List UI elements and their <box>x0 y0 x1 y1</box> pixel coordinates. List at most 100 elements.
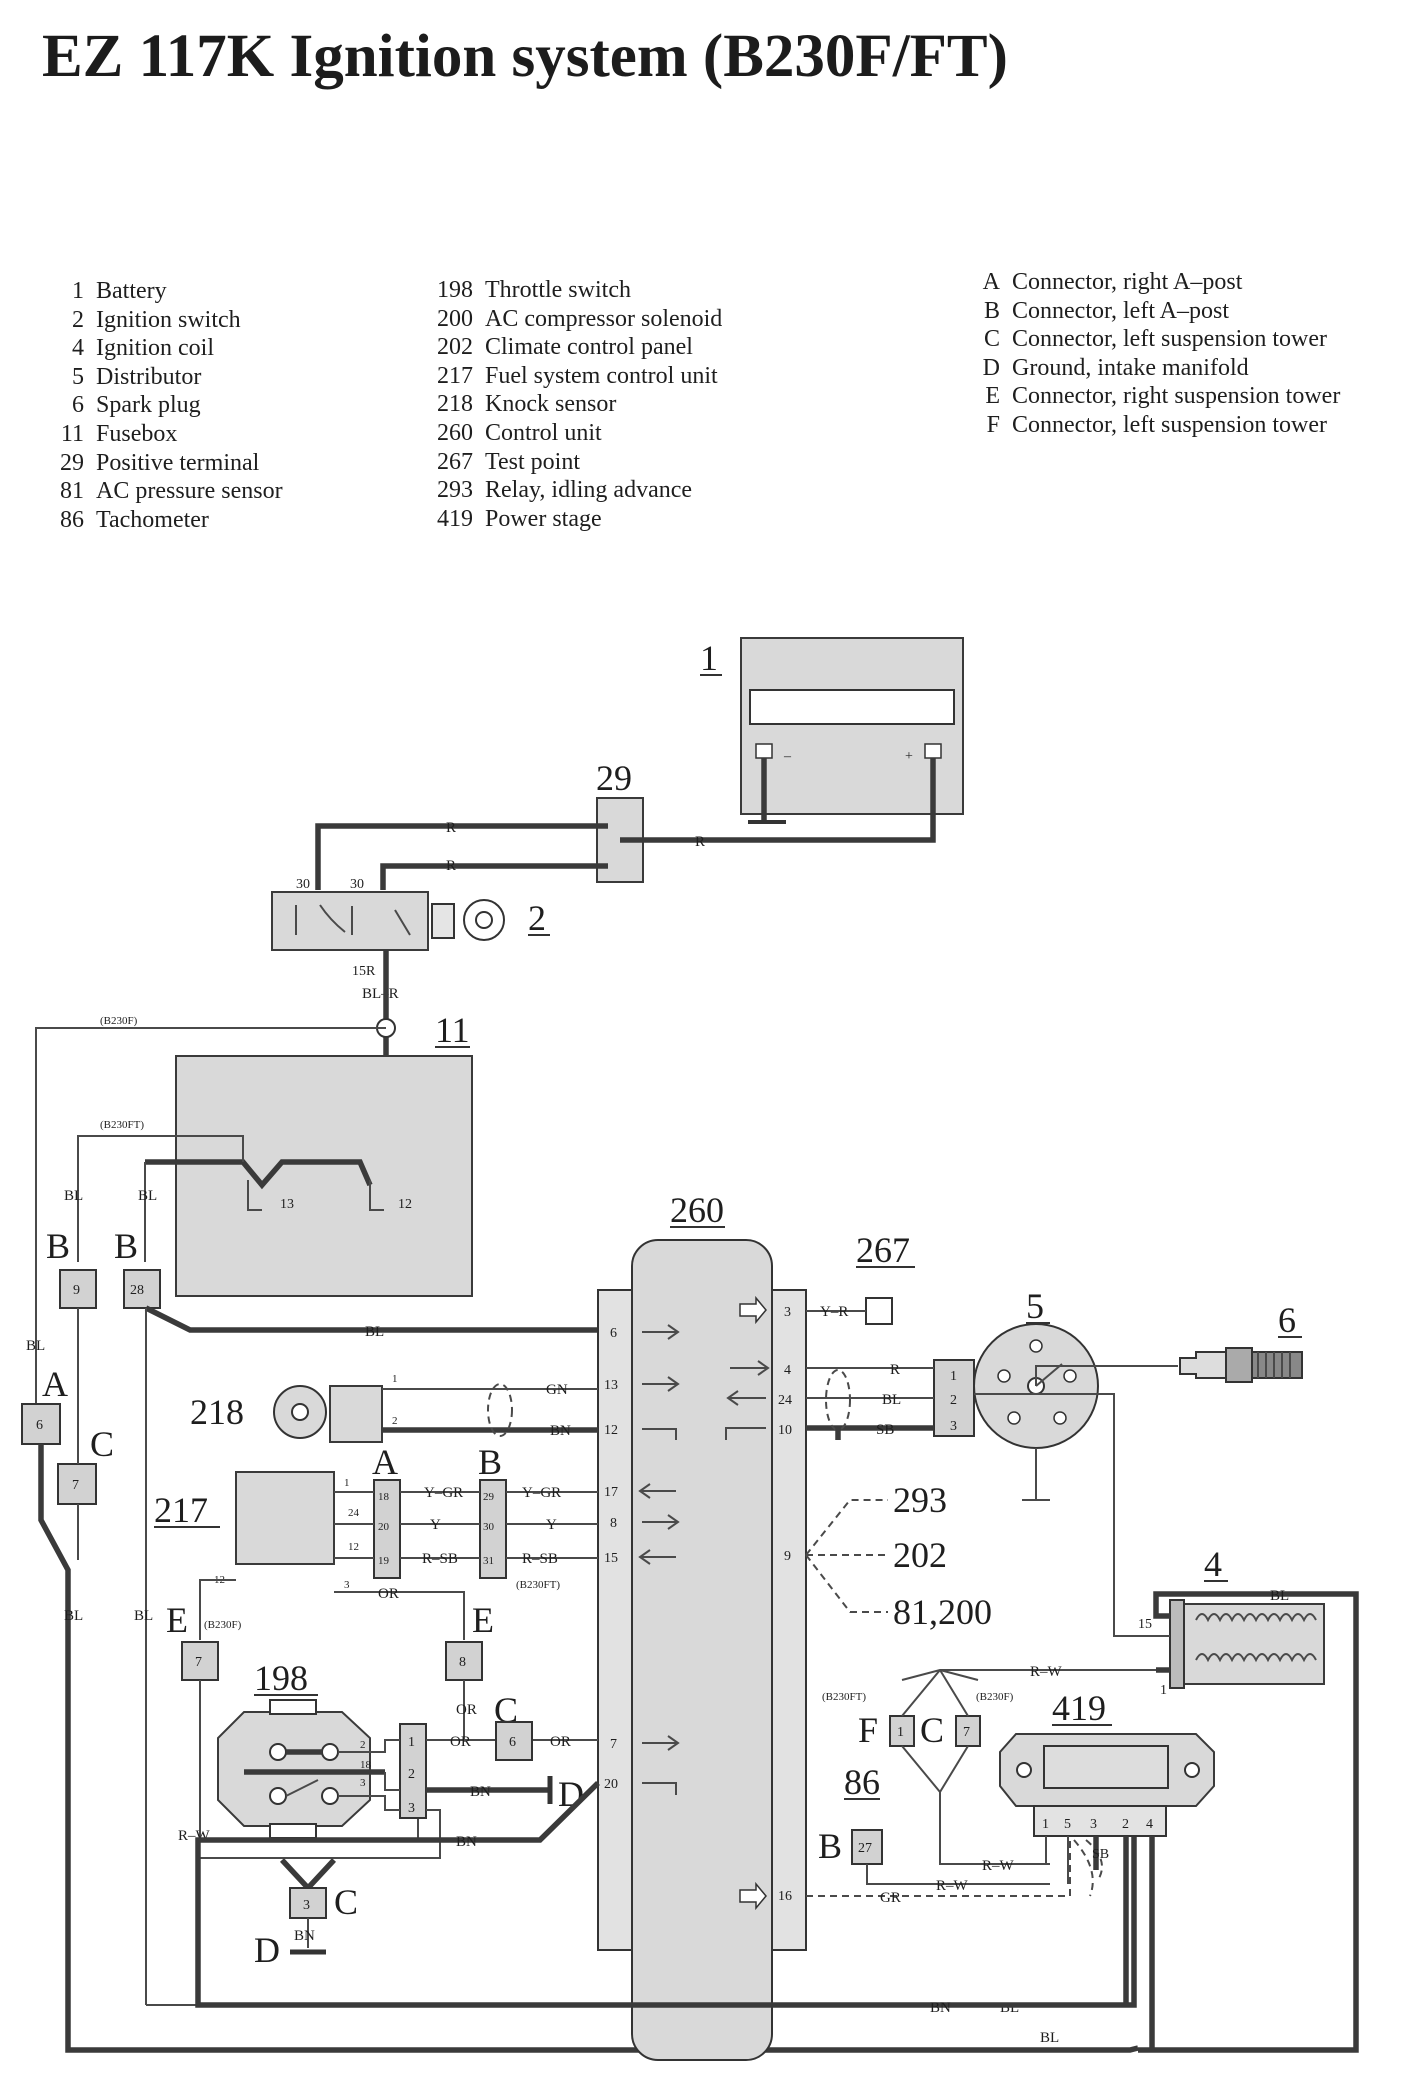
connector-letter-F: F <box>858 1710 878 1750</box>
wire-c3-y <box>279 1858 337 1893</box>
legend-letter: E <box>985 383 1000 410</box>
coil-winding <box>1195 1653 1317 1663</box>
legend-letter: C <box>983 326 1000 353</box>
pin-number: 31 <box>483 1555 494 1567</box>
connector-F-1 <box>889 1715 915 1747</box>
distributor-rotor <box>1035 1363 1063 1387</box>
battery-negative-terminal <box>755 743 773 759</box>
wire-b230ft-branch <box>77 1135 244 1262</box>
pin-number: 20 <box>378 1521 390 1533</box>
shield-loop <box>487 1383 513 1437</box>
connector-letter-C: C <box>334 1882 358 1922</box>
battery-plus-sign: + <box>905 749 913 764</box>
pin-number: 24 <box>778 1393 792 1408</box>
control-unit-left-terminal-strip <box>597 1289 633 1951</box>
pin-number: 3 <box>1090 1817 1097 1832</box>
legend-item: 202 Climate control panel <box>425 333 722 362</box>
legend-label: Throttle switch <box>485 277 631 303</box>
wire-color-label: BL <box>365 1324 384 1340</box>
connector-letter-B: B <box>114 1226 138 1266</box>
legend-label: Tachometer <box>96 506 209 533</box>
pin-number: 2 <box>950 1393 957 1408</box>
legend-number: 218 <box>437 391 473 418</box>
spark-plug-hex <box>1225 1347 1253 1383</box>
pin-number: 2 <box>360 1739 366 1751</box>
legend-label: Knock sensor <box>485 391 617 418</box>
legend-number: 202 <box>437 334 473 361</box>
pin-number: 15 <box>604 1551 618 1566</box>
wire-color-label: R–SB <box>522 1551 558 1567</box>
wire-color-label: OR <box>550 1734 571 1750</box>
connector-letter-E: E <box>166 1600 188 1640</box>
pin-number: 1 <box>392 1373 398 1385</box>
legend-label: AC pressure sensor <box>96 478 283 505</box>
pin-number: 4 <box>784 1363 791 1378</box>
connector-B-block <box>479 1479 507 1579</box>
internal-ground <box>725 1427 766 1440</box>
terminal-15R: 15R <box>352 964 376 979</box>
fuse-12: 12 <box>398 1197 412 1212</box>
component-label-1: 1 <box>700 638 718 678</box>
open-contact <box>285 1779 319 1797</box>
pin-number: 17 <box>604 1485 618 1500</box>
contact <box>269 1743 287 1761</box>
legend-item: 218 Knock sensor <box>425 390 722 419</box>
terminal-30: 30 <box>350 877 364 892</box>
shield-loop <box>825 1369 851 1431</box>
legend-label: Ignition switch <box>96 306 241 333</box>
ignition-switch-body <box>271 891 429 951</box>
contact <box>321 1743 339 1761</box>
throttle-switch-connector <box>399 1723 427 1819</box>
pin-number: 1 <box>344 1477 350 1489</box>
test-point-267 <box>865 1297 893 1325</box>
pin-number: 2 <box>408 1767 415 1782</box>
legend-item: 198 Throttle switch <box>425 276 722 305</box>
wire-color-label: Y–GR <box>424 1485 463 1501</box>
ref-line-81-200 <box>805 1554 888 1613</box>
wire-diamond <box>901 1669 1050 1865</box>
fuel-system-control-unit-217 <box>235 1471 335 1565</box>
wire-color-label: Y <box>430 1517 441 1533</box>
component-label-6: 6 <box>1278 1300 1296 1340</box>
throttle-switch-tab <box>269 1699 317 1715</box>
legend-label: Fuel system control unit <box>485 362 718 389</box>
wire-color-label: SB <box>876 1422 894 1438</box>
ignition-switch-cap <box>431 903 455 939</box>
connector-letter-A: A <box>372 1442 398 1482</box>
variant-label: (B230F) <box>976 1691 1014 1703</box>
component-label-267: 267 <box>856 1230 910 1270</box>
legend-label: Battery <box>96 278 167 304</box>
page-title: EZ 117K Ignition system (B230F/FT) <box>42 23 1008 90</box>
connector-letter-B: B <box>46 1226 70 1266</box>
legend-number: 86 <box>60 506 84 533</box>
wire-color-label: R–W <box>982 1858 1015 1874</box>
knock-sensor-connector <box>329 1385 383 1443</box>
pin-number: 8 <box>459 1655 466 1670</box>
ignition-coil-cap <box>1169 1599 1185 1689</box>
arrow-in <box>642 1735 680 1751</box>
legend-number: 217 <box>437 362 473 389</box>
wire-color-label: BN <box>456 1834 477 1850</box>
ground-letter-D: D <box>254 1930 280 1970</box>
legend-number: 198 <box>437 277 473 303</box>
power-stage-leads <box>1045 1836 1069 1884</box>
pin-number: 29 <box>483 1491 495 1503</box>
variant-label: (B230FT) <box>100 1119 144 1131</box>
coil-winding <box>1195 1613 1317 1623</box>
wire-coil-15-bl <box>1138 1591 1359 2053</box>
pin-number: 16 <box>778 1889 792 1904</box>
legend-label: Climate control panel <box>485 334 693 361</box>
wire-color-label: BN <box>470 1784 491 1800</box>
wire-tach-rw <box>866 1864 1050 1885</box>
fuse-bus <box>145 1159 373 1190</box>
legend-number: 4 <box>72 335 84 362</box>
wire-color-label: BL <box>1040 2030 1059 2046</box>
pin-number: 13 <box>604 1378 618 1393</box>
legend-label: Connector, left suspension tower <box>1012 326 1327 353</box>
